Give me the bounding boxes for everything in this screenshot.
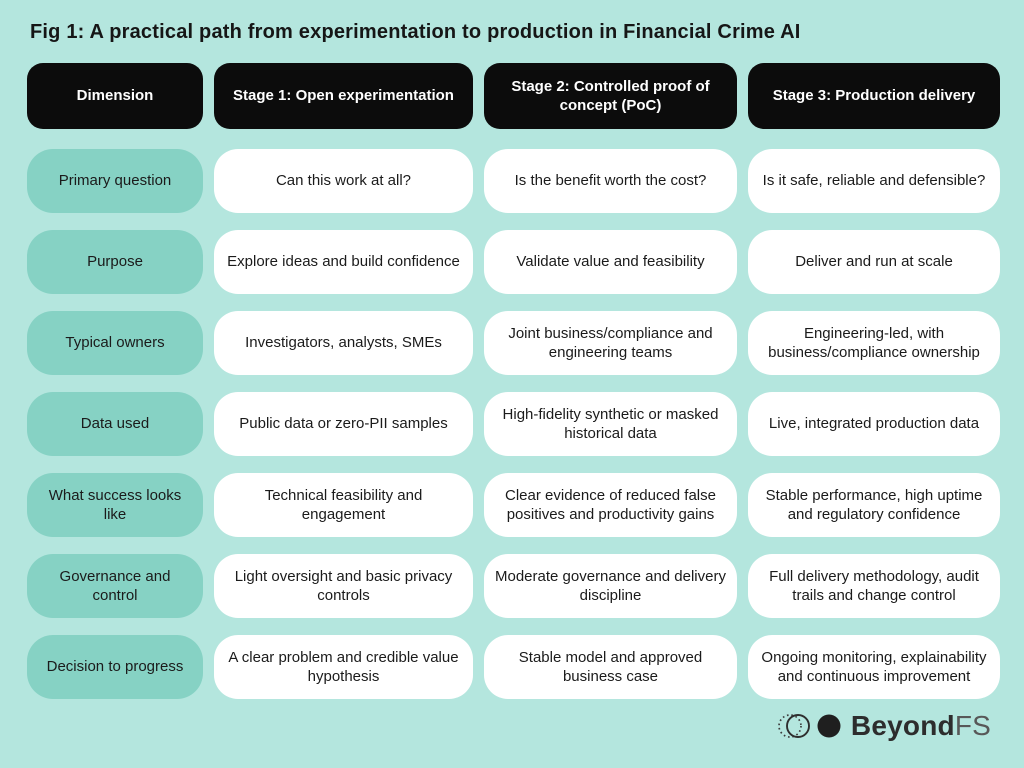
table-cell: Joint business/compliance and engineerin… (484, 311, 737, 375)
table-cell: Deliver and run at scale (748, 230, 1000, 294)
table-cell: Public data or zero-PII samples (214, 392, 473, 456)
table-cell: Ongoing monitoring, explainability and c… (748, 635, 1000, 699)
table-cell: Clear evidence of reduced false positive… (484, 473, 737, 537)
table-cell: Light oversight and basic privacy contro… (214, 554, 473, 618)
table-cell: Live, integrated production data (748, 392, 1000, 456)
table-cell: Full delivery methodology, audit trails … (748, 554, 1000, 618)
table-cell: A clear problem and credible value hypot… (214, 635, 473, 699)
header-cell-stage-1: Stage 1: Open experimentation (214, 63, 473, 129)
table-cell: Technical feasibility and engagement (214, 473, 473, 537)
table-cell: Moderate governance and delivery discipl… (484, 554, 737, 618)
figure-page: Fig 1: A practical path from experimenta… (27, 21, 1000, 699)
row-label: Primary question (27, 149, 203, 213)
logo-text-fs: FS (954, 710, 991, 741)
header-cell-stage-2: Stage 2: Controlled proof of concept (Po… (484, 63, 737, 129)
row-label: Decision to progress (27, 635, 203, 699)
logo-text-beyond: Beyond (850, 710, 955, 741)
table-cell: Is it safe, reliable and defensible? (748, 149, 1000, 213)
table-cell: High-fidelity synthetic or masked histor… (484, 392, 737, 456)
row-label: Data used (27, 392, 203, 456)
table-cell: Validate value and feasibility (484, 230, 737, 294)
row-label: Governance and control (27, 554, 203, 618)
row-label: What success looks like (27, 473, 203, 537)
table-body: Primary question Can this work at all? I… (27, 149, 1000, 699)
table-cell: Explore ideas and build confidence (214, 230, 473, 294)
filled-circle-icon (817, 714, 841, 738)
table-cell: Can this work at all? (214, 149, 473, 213)
overlapping-circles-icon (777, 709, 843, 743)
row-label: Purpose (27, 230, 203, 294)
figure-title: Fig 1: A practical path from experimenta… (30, 21, 801, 43)
row-label: Typical owners (27, 311, 203, 375)
table-cell: Is the benefit worth the cost? (484, 149, 737, 213)
beyondfs-logo: BeyondFS (777, 708, 991, 744)
table-cell: Engineering-led, with business/complianc… (748, 311, 1000, 375)
table-header-row: Dimension Stage 1: Open experimentation … (27, 63, 1000, 129)
header-cell-dimension: Dimension (27, 63, 203, 129)
logo-wordmark: BeyondFS (851, 710, 991, 742)
table-cell: Investigators, analysts, SMEs (214, 311, 473, 375)
table-cell: Stable model and approved business case (484, 635, 737, 699)
table-cell: Stable performance, high uptime and regu… (748, 473, 1000, 537)
header-cell-stage-3: Stage 3: Production delivery (748, 63, 1000, 129)
